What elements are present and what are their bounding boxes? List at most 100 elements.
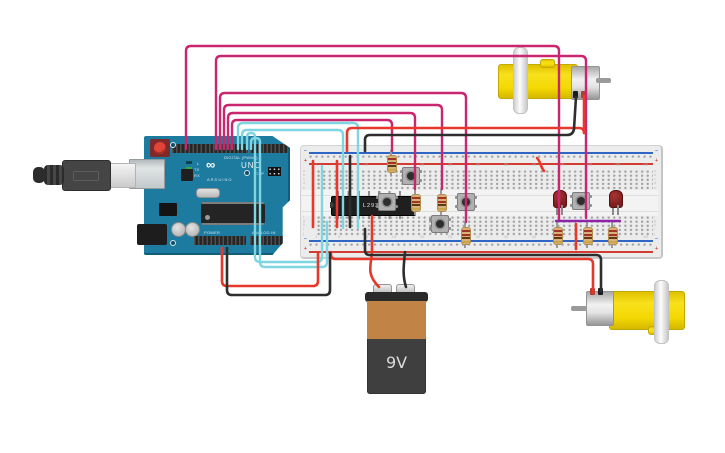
analog-header[interactable] <box>250 236 289 245</box>
resistor-7[interactable] <box>608 222 618 248</box>
led-l-label: L <box>197 161 200 166</box>
voltage-regulator <box>181 169 193 181</box>
wire-magenta-1[interactable] <box>184 44 561 223</box>
gear-motor-1-shaft <box>596 78 611 83</box>
breadboard-column-number: 20 <box>419 234 425 239</box>
battery-9v[interactable]: 9V <box>367 301 426 394</box>
resistor-3[interactable] <box>437 189 447 215</box>
wire-cyan-3[interactable] <box>245 131 324 264</box>
pushbutton-4[interactable] <box>429 215 449 233</box>
breadboard-row-letter: h <box>654 223 656 228</box>
icsp-header[interactable] <box>268 167 281 176</box>
pushbutton-2[interactable] <box>376 193 396 211</box>
usb-plug[interactable] <box>62 160 111 191</box>
l293d-pins-top <box>337 191 409 196</box>
breadboard-column-number: 40 <box>531 234 537 239</box>
resistor-1[interactable] <box>387 150 397 176</box>
breadboard-column-number: 1 <box>315 162 318 167</box>
atmega-chip[interactable] <box>201 204 265 223</box>
breadboard-row-letter: f <box>303 215 304 219</box>
rail-minus-sign: − <box>304 236 307 242</box>
arduino-logo-icon: ∞ <box>206 157 216 172</box>
bottom-rail-holes[interactable] <box>309 243 653 249</box>
mounting-hole <box>170 142 176 148</box>
rail-minus-sign: − <box>304 148 307 154</box>
digital-header-left[interactable] <box>172 144 248 153</box>
wire-black-motor-bottom[interactable] <box>363 227 603 293</box>
led-l-indicator <box>186 161 192 164</box>
breadboard-column-number: 55 <box>615 162 620 167</box>
power-header[interactable] <box>194 236 246 245</box>
gear-motor-2-can[interactable] <box>586 291 614 326</box>
l293d-notch <box>330 202 334 208</box>
breadboard-row-letter: f <box>654 215 655 219</box>
breadboard-column-number: 60 <box>643 162 648 167</box>
breadboard-column-number: 25 <box>447 162 453 167</box>
wire-magenta-4[interactable] <box>222 103 444 191</box>
gear-motor-2-shaft <box>571 306 587 311</box>
capacitor-2 <box>185 222 200 237</box>
battery-label: 9V <box>385 353 408 372</box>
resistor-4[interactable] <box>461 222 471 248</box>
pushbutton-5[interactable] <box>570 192 590 210</box>
breadboard-column-number: 50 <box>587 162 592 167</box>
rail-plus-sign: + <box>655 246 658 252</box>
gear-motor-1-terminal-neg[interactable] <box>573 91 578 98</box>
breadboard-column-number: 25 <box>447 234 453 239</box>
wire-cyan-1[interactable] <box>236 121 360 230</box>
resistor-5[interactable] <box>553 222 563 248</box>
breadboard-row-letter: j <box>654 231 655 236</box>
rail-plus-sign: + <box>304 246 307 252</box>
wire-red-stub[interactable] <box>535 156 546 173</box>
rail-plus-sign: + <box>655 158 658 164</box>
wire-black-motor-top[interactable] <box>363 95 578 153</box>
breadboard-column-number: 60 <box>643 234 648 239</box>
breadboard-column-number: 35 <box>503 234 509 239</box>
battery-band <box>367 301 426 339</box>
led-red-2[interactable] <box>609 190 623 216</box>
battery-cap <box>365 292 428 302</box>
gear-motor-2-axle <box>654 280 669 344</box>
wire-magenta-2[interactable] <box>214 54 588 220</box>
breadboard-row-letter: a <box>303 169 305 173</box>
usb-plug-shield <box>108 163 136 188</box>
wire-magenta-5[interactable] <box>226 111 417 191</box>
wire-cyan-2[interactable] <box>240 128 345 230</box>
gear-motor-1-terminal-pos[interactable] <box>581 91 586 98</box>
wire-black-gnd[interactable] <box>225 246 332 297</box>
uno-label: UNO <box>241 161 262 170</box>
resistor-6[interactable] <box>583 222 593 248</box>
wire-black-battery[interactable] <box>402 250 408 289</box>
rail-plus-sign: + <box>304 158 307 164</box>
arduino-brand-label: ARDUINO <box>207 177 233 182</box>
breadboard-column-number: 45 <box>559 162 565 167</box>
breadboard-column-number: 10 <box>363 162 369 167</box>
top-terminal-holes[interactable] <box>317 170 653 191</box>
resistor-2[interactable] <box>411 189 421 215</box>
breadboard-row-letter: a <box>654 169 656 173</box>
wire-magenta-3[interactable] <box>218 91 468 224</box>
wire-red-5v[interactable] <box>220 246 320 288</box>
breadboard-column-number: 20 <box>419 162 425 167</box>
usb-cable-end <box>33 167 45 183</box>
breadboard-row-letter: j <box>303 231 304 236</box>
digital-header-right[interactable] <box>250 144 288 153</box>
breadboard[interactable]: − + − + − + − + <box>300 145 663 259</box>
pushbutton-1[interactable] <box>400 167 420 185</box>
breadboard-row-letter: i <box>303 227 304 232</box>
usb-cable-ribs <box>44 165 64 185</box>
wire-magenta-6[interactable] <box>230 118 394 153</box>
wire-cyan-4[interactable] <box>249 136 329 269</box>
capacitor-1 <box>171 222 186 237</box>
top-rail-negative-line <box>309 152 653 154</box>
breadboard-row-letter: g <box>654 219 656 224</box>
crystal-oscillator <box>196 188 220 198</box>
top-rail-positive-line <box>309 163 653 165</box>
gear-motor-1-gearbox[interactable] <box>498 64 578 99</box>
wire-red-motor-top[interactable] <box>345 94 586 153</box>
reset-button[interactable] <box>154 142 166 154</box>
top-rail-holes[interactable] <box>309 155 653 161</box>
gear-motor-2-gearbox[interactable] <box>609 291 685 330</box>
